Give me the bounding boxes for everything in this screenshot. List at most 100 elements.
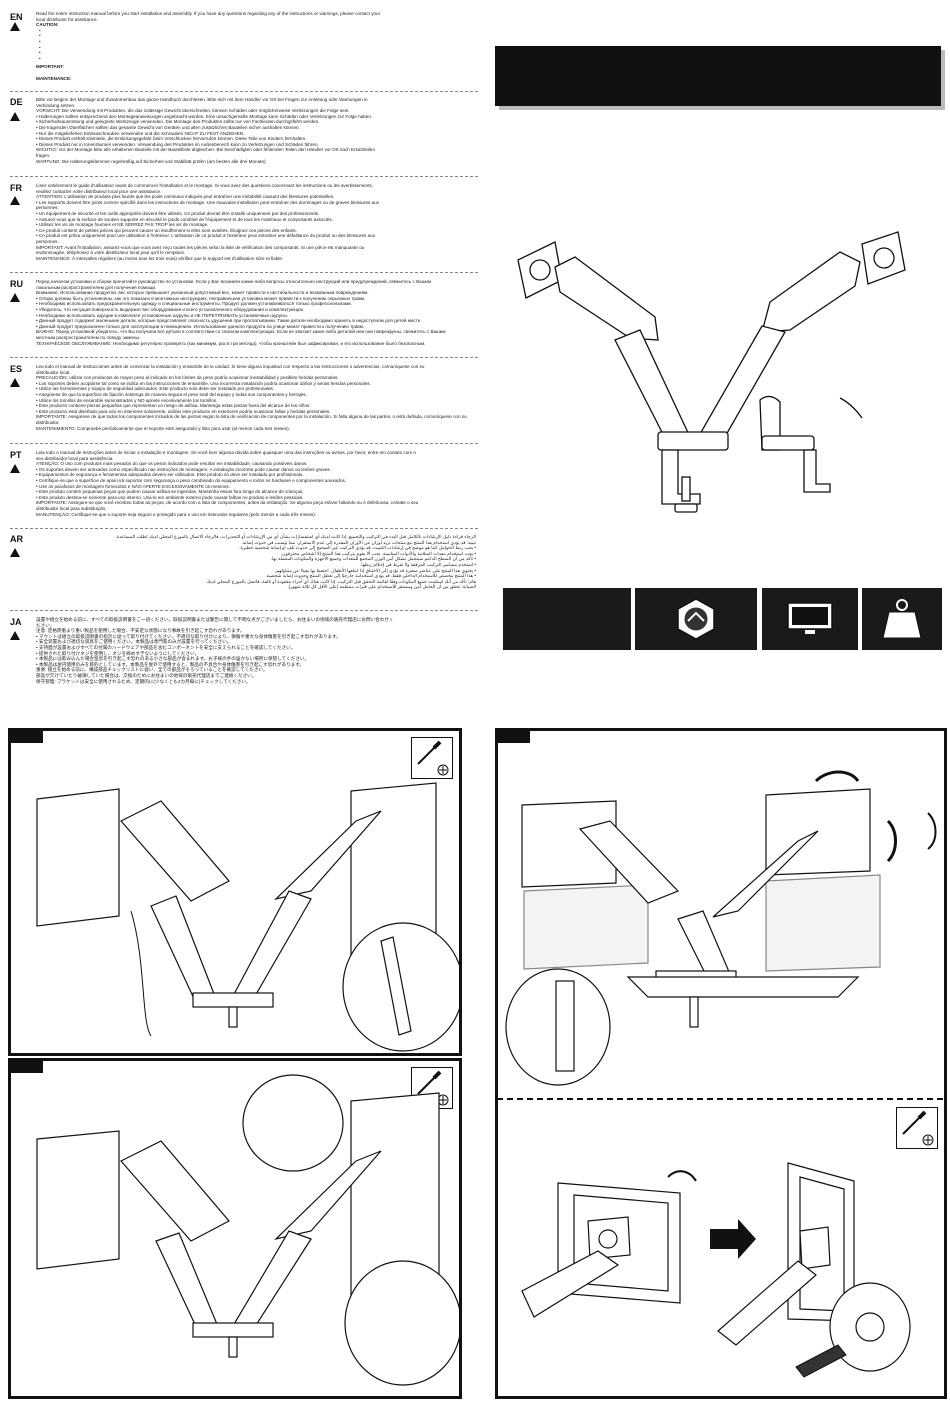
es-line: • Los soportes deben acoplarse tal como … [36,380,371,386]
clamp [803,449,831,493]
tool-box [896,1107,938,1149]
pt-line: • Certifique-se que a superfície de apoi… [36,477,347,483]
pt-line: • Equipamentos de segurança e ferramenta… [36,472,304,478]
pt-line: Leia todo o manual de instruções antes d… [36,450,416,455]
ja-body: 設置や組立を始める前に、すべての取扱説明書をご一読ください。取扱説明書または警告… [36,617,476,684]
ar-line: الرجاء قراءة دليل الإرشادات بالكامل قبل … [115,534,476,539]
de-line: WARTUNG: Die Halterungsklemmer regelmäßi… [36,158,267,164]
spec-label-box [503,588,631,650]
detail-circle [242,1074,344,1172]
divider [10,610,478,611]
fr-line: personnes. [36,238,59,244]
de-body: Bitte vor Beginn der Montage und Zusamme… [36,97,476,164]
ar-line: • استخدم مسامير التركيب المرفقة ولا تفرط… [360,561,476,567]
pt-body: Leia todo o manual de instruções antes d… [36,450,476,517]
es-line: IMPORTANTE: Asegúrese de que todos los c… [36,414,467,420]
rotate-arrow-icon [814,770,860,783]
lang-code-en: EN [10,12,23,22]
detail-circle [344,1260,459,1386]
ar-line: تنبيه: قد يؤدي استخدام هذا المنتج مع منت… [241,539,476,545]
en-caution: CAUTION: [36,22,59,28]
step-panel-1 [8,728,462,1056]
de-line: Bitte vor Beginn der Montage und Zusamme… [36,97,368,102]
fr-body: Lisez entièrement le guide d'utilisateur… [36,183,476,261]
ru-line: • Данный продукт содержит маленькие дета… [36,318,422,324]
lower-arm [614,329,691,445]
es-body: Lea todo el manual de instrucciones ante… [36,364,476,431]
tilt-arrow-icon [667,1170,697,1182]
warning-icon [10,293,20,302]
lang-code-pt: PT [10,450,22,460]
de-line: WICHTIG: Vor der Montage bitte alle erha… [36,147,376,153]
fr-line: • Assurez-vous que la surface de soutien… [36,216,333,222]
en-line: local distributor for assistance. [36,16,98,22]
fr-line: • Les supports doivent être joints comme… [36,199,380,205]
monitor-inner [573,1194,669,1292]
divider [10,272,478,273]
lang-code-fr: FR [10,183,22,193]
ja-line: • マウントは組立の取扱説明書の指示に従って取り付けてください。不適切な取り付け… [36,633,341,639]
warning-icon [10,631,20,640]
ja-line: • 安全装置および適切な道具をご使用ください。本製品は専門家のみが設置を行ってく… [36,639,232,645]
ar-line: • يحتوي هذا المنتج على عناصر صغيرة قد تؤ… [275,567,476,573]
ja-line: • 本製品は屋内使用のみを目的としています。本製品を屋外で使用すると、製品の不具… [36,661,304,667]
monitor-left [521,800,617,888]
es-line: Lea todo el manual de instrucciones ante… [36,364,425,369]
product-illustration [517,231,906,513]
ru-body: Перед началом установки и сборки прочита… [36,279,476,346]
de-line: • Die tragenden Oberflächen sollten das … [36,124,300,130]
ru-line: • Данный продукт предназначен только для… [36,323,365,329]
en-important: IMPORTANT: [36,64,64,70]
warning-icon [10,378,20,387]
fr-line: personnes. [36,205,59,211]
pt-line: • Este produto contém pequenas peças que… [36,489,304,495]
title-banner [495,46,941,106]
de-line: VORSICHT: Die Verwendung mit Produkten, … [36,108,350,114]
ru-line: • Необходимо использовать предохранитель… [36,301,352,307]
ja-line: ださい。 [36,622,55,628]
step-panel-2 [8,1058,462,1399]
fr-line: endommagée, téléphonez à votre distribut… [36,250,186,256]
base [761,435,815,451]
ru-line: • Убедитесь, что несущая поверхность выд… [36,306,305,312]
pt-line: • Este produto destina-se somente para u… [36,494,304,500]
fr-line: ATTENTION: L'utilisation de produits plu… [36,194,335,200]
tool-box [411,737,453,779]
ar-line: الصيانة: تحقق من أن الحامل آمن ومستقر لل… [287,584,476,590]
es-line: • Utilice los tornillos de ensamble sumi… [36,397,218,403]
clamp-knob [674,503,698,513]
lang-code-ru: RU [10,279,23,289]
arm-lower-left [155,1232,220,1334]
cable-line [130,910,152,1037]
ja-line: 部品が欠けていたり破損していた場合は、交換のためにお住まいの地域の販売代理店まで… [36,672,257,678]
pt-line: MANUTENÇÃO: Certifique-se que o suporte … [36,511,317,517]
en-line: Read the entire instruction manual befor… [36,11,381,16]
upper-arm [554,256,659,341]
fr-line: • Un équipement de sécurité et les outil… [36,210,320,216]
es-line: • Este producto está diseñado para uso e… [36,408,331,414]
rotate-arrow-icon [927,812,937,850]
step-tab [11,731,43,743]
screwdriver-icon [902,1115,922,1135]
de-line: fragen. [36,152,51,158]
es-line: MANTENIMIENTO: Compruebe periódicamente … [36,425,290,431]
adjust-drawing [505,770,937,1086]
fr-line: veuillez contacter votre distributeur lo… [36,188,162,194]
en-body: Read the entire instruction manual befor… [36,11,476,82]
ru-line: местным распространителем по поводу заме… [36,334,141,340]
ar-line: • هذا المنتج مخصص للاستخدام الداخلي فقط.… [265,573,476,579]
lang-code-ar: AR [10,534,23,544]
ru-line: ТЕХНИЧЕСКОЕ ОБСЛУЖИВАНИЕ: Необходимо рег… [36,340,426,346]
warning-icon [10,22,20,31]
fr-line: IMPORTANT: Avant l'installation, assurez… [36,244,365,250]
arm-left [120,800,230,902]
fr-line: Lisez entièrement le guide d'utilisateur… [36,183,374,188]
pt-line: IMPORTANTE: Assegure-se que você recebeu… [36,500,419,506]
tilt-knob [873,247,895,269]
load-icon-box [635,588,757,650]
detail-part [380,936,412,1036]
step-tab [498,731,530,743]
monitor-left [36,1130,120,1270]
pt-line: • Os suportes devem ser anexados como es… [36,466,332,472]
fr-line: • Ce produit contient de petites pièces … [36,227,297,233]
